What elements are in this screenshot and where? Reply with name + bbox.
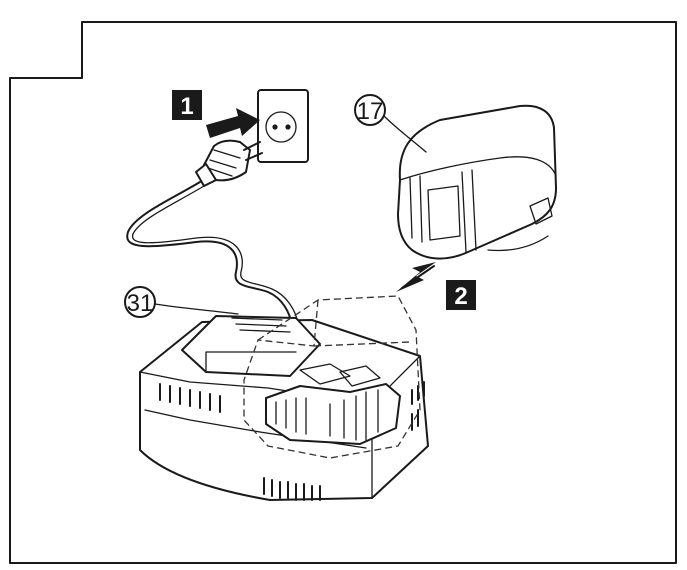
step-2-label: 2 <box>454 283 467 310</box>
power-cord-inner <box>132 185 299 325</box>
insert-battery-arrow-shaft <box>401 265 435 289</box>
step-1-badge: 1 <box>172 90 202 120</box>
battery-slot <box>265 363 401 445</box>
power-cord <box>126 181 293 327</box>
charger-base <box>139 295 429 501</box>
wall-outlet <box>257 89 309 163</box>
step-1-label: 1 <box>180 93 193 120</box>
battery-inserted-outline <box>243 295 421 459</box>
battery-pack <box>397 104 557 260</box>
step-2-badge: 2 <box>446 280 476 310</box>
side-vents <box>411 381 425 431</box>
callout-17-label: 17 <box>357 98 384 125</box>
front-vents <box>159 383 221 413</box>
bottom-vents <box>263 477 321 501</box>
callout-17: 17 <box>354 94 427 153</box>
insert-plug-arrow <box>206 108 260 138</box>
callout-31: 31 <box>124 286 239 318</box>
power-plug <box>195 139 263 187</box>
callout-31-label: 31 <box>127 290 154 317</box>
diagram-frame <box>9 21 677 564</box>
